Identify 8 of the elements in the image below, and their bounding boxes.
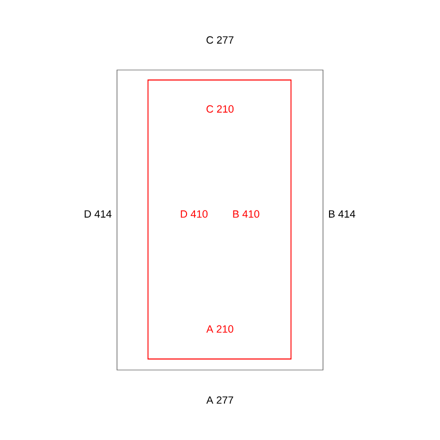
- dimension-label: C 210: [206, 105, 234, 113]
- dimension-label: A 210: [206, 325, 234, 333]
- dimension-label: B 410: [233, 210, 260, 218]
- dimension-label: B 414: [329, 210, 356, 218]
- dimension-label: C 277: [206, 36, 234, 44]
- dimension-label: A 277: [206, 396, 234, 404]
- dimension-label: D 410: [180, 210, 208, 218]
- dimension-label: D 414: [84, 210, 112, 218]
